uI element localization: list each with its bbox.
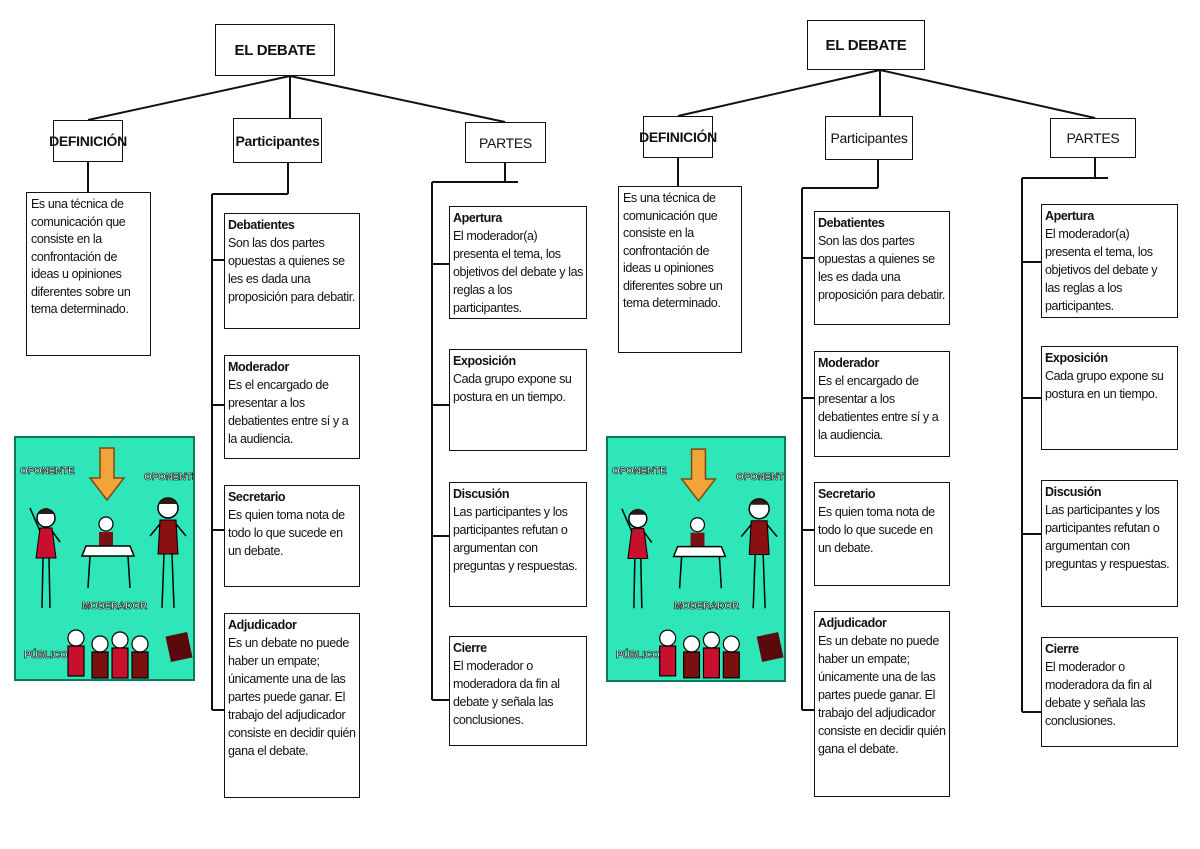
category-partes-label: PARTES <box>1066 130 1120 146</box>
participant-text: Es un debate no puede haber un empate; ú… <box>228 636 356 758</box>
definition-text: Es una técnica de comunicación que consi… <box>623 191 723 310</box>
participant-text: Es quien toma nota de todo lo que sucede… <box>818 505 935 555</box>
category-participantes-label: Participantes <box>830 130 908 146</box>
participant-text: Es el encargado de presentar a los debat… <box>818 374 939 442</box>
debate-illustration-drawing <box>621 448 784 679</box>
participant-text: Es el encargado de presentar a los debat… <box>228 378 349 446</box>
definition-box: Es una técnica de comunicación que consi… <box>26 192 151 356</box>
participant-moderador: Moderador Es el encargado de presentar a… <box>814 351 950 457</box>
debate-illustration: OPONENTE OPONENTE MODERADOR PÚBLICO <box>606 436 786 682</box>
root-node: EL DEBATE <box>215 24 335 76</box>
category-participantes-label: Participantes <box>235 132 320 149</box>
illustration-label-bottom: PÚBLICO <box>24 650 68 662</box>
category-participantes: Participantes <box>825 116 913 160</box>
part-name: Apertura <box>1045 209 1094 223</box>
part-text: El moderador o moderadora da fin al deba… <box>1045 660 1152 728</box>
debate-illustration-drawing <box>29 447 193 679</box>
participant-secretario: Secretario Es quien toma nota de todo lo… <box>224 485 360 587</box>
part-discusion: Discusión Las participantes y los partic… <box>1041 480 1178 607</box>
participant-name: Debatientes <box>228 218 295 232</box>
participant-debatientes: Debatientes Son las dos partes opuestas … <box>224 213 360 329</box>
part-text: El moderador(a) presenta el tema, los ob… <box>453 229 583 315</box>
participant-name: Adjudicador <box>228 618 297 632</box>
participant-name: Adjudicador <box>818 616 887 630</box>
part-text: Las participantes y los participantes re… <box>1045 503 1170 571</box>
part-name: Exposición <box>453 354 516 368</box>
part-text: El moderador o moderadora da fin al deba… <box>453 659 560 727</box>
category-participantes: Participantes <box>233 118 322 163</box>
part-apertura: Apertura El moderador(a) presenta el tem… <box>1041 204 1178 318</box>
participant-text: Es quien toma nota de todo lo que sucede… <box>228 508 345 558</box>
participant-text: Son las dos partes opuestas a quienes se… <box>228 236 355 304</box>
root-node: EL DEBATE <box>807 20 925 70</box>
participant-name: Secretario <box>818 487 876 501</box>
part-name: Apertura <box>453 211 502 225</box>
part-name: Cierre <box>1045 642 1079 656</box>
category-partes: PARTES <box>1050 118 1136 158</box>
part-name: Discusión <box>1045 485 1102 499</box>
participant-adjudicador: Adjudicador Es un debate no puede haber … <box>814 611 950 797</box>
part-name: Exposición <box>1045 351 1108 365</box>
root-title: EL DEBATE <box>234 41 316 59</box>
part-name: Cierre <box>453 641 487 655</box>
category-definicion-label: DEFINICIÓN <box>639 129 717 145</box>
illustration-label-left: OPONENTE <box>20 466 75 478</box>
illustration-label-center: MODERADOR <box>82 601 148 613</box>
participant-name: Moderador <box>228 360 289 374</box>
part-apertura: Apertura El moderador(a) presenta el tem… <box>449 206 587 319</box>
part-text: Cada grupo expone su postura en un tiemp… <box>453 372 572 404</box>
participant-adjudicador: Adjudicador Es un debate no puede haber … <box>224 613 360 798</box>
participant-name: Debatientes <box>818 216 885 230</box>
illustration-label-right: OPONENTE <box>144 472 195 484</box>
debate-illustration: OPONENTE OPONENTE MODERADOR PÚBLICO <box>14 436 195 681</box>
part-discusion: Discusión Las participantes y los partic… <box>449 482 587 607</box>
part-exposicion: Exposición Cada grupo expone su postura … <box>1041 346 1178 450</box>
part-name: Discusión <box>453 487 510 501</box>
participant-name: Secretario <box>228 490 286 504</box>
category-partes-label: PARTES <box>479 134 532 151</box>
category-partes: PARTES <box>465 122 546 163</box>
concept-map-1: EL DEBATE DEFINICIÓN Participantes PARTE… <box>14 24 587 798</box>
part-text: Las participantes y los participantes re… <box>453 505 578 573</box>
root-title: EL DEBATE <box>825 36 907 54</box>
category-definicion-label: DEFINICIÓN <box>49 133 127 149</box>
illustration-label-center: MODERADOR <box>674 601 740 613</box>
participant-text: Es un debate no puede haber un empate; ú… <box>818 634 946 756</box>
definition-text: Es una técnica de comunicación que consi… <box>31 197 131 316</box>
participant-text: Son las dos partes opuestas a quienes se… <box>818 234 945 302</box>
connector-lines <box>87 64 518 711</box>
definition-box: Es una técnica de comunicación que consi… <box>618 186 742 353</box>
concept-map-2: EL DEBATE DEFINICIÓN Participantes PARTE… <box>590 0 1190 849</box>
participant-secretario: Secretario Es quien toma nota de todo lo… <box>814 482 950 586</box>
category-definicion: DEFINICIÓN <box>49 120 127 162</box>
connector-lines <box>677 69 1108 713</box>
participant-debatientes: Debatientes Son las dos partes opuestas … <box>814 211 950 325</box>
category-definicion: DEFINICIÓN <box>639 116 717 158</box>
participant-moderador: Moderador Es el encargado de presentar a… <box>224 355 360 459</box>
part-cierre: Cierre El moderador o moderadora da fin … <box>449 636 587 746</box>
illustration-label-right: OPONENTE <box>736 472 786 484</box>
illustration-label-bottom: PÚBLICO <box>616 650 660 662</box>
part-text: Cada grupo expone su postura en un tiemp… <box>1045 369 1164 401</box>
illustration-label-left: OPONENTE <box>612 466 667 478</box>
part-text: El moderador(a) presenta el tema, los ob… <box>1045 227 1158 313</box>
participant-name: Moderador <box>818 356 879 370</box>
part-exposicion: Exposición Cada grupo expone su postura … <box>449 349 587 451</box>
part-cierre: Cierre El moderador o moderadora da fin … <box>1041 637 1178 747</box>
